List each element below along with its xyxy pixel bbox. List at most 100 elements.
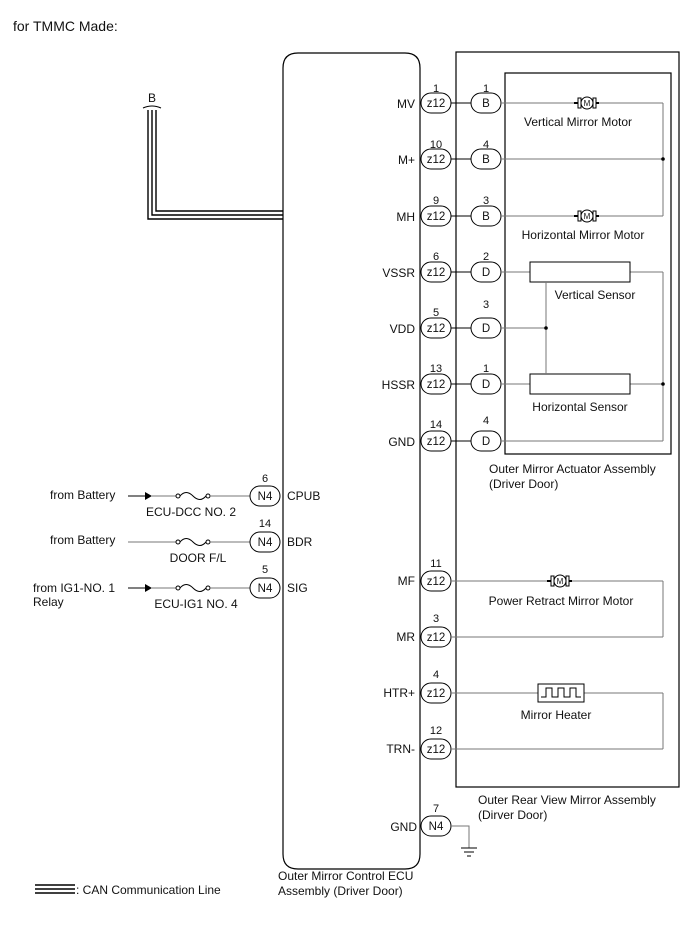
svg-text:M: M: [584, 99, 591, 108]
svg-text:11: 11: [430, 558, 441, 570]
power-input-cpub: from Battery ECU-DCC NO. 2 6 N4 CPUB: [50, 473, 320, 519]
ecu-label-line1: Outer Mirror Control ECU: [278, 869, 413, 883]
svg-text:N4: N4: [258, 491, 273, 503]
svg-text:14: 14: [259, 518, 271, 530]
pin-row-0: 1 MV z12 1 B: [397, 83, 502, 114]
fuse-icon: [175, 538, 211, 546]
svg-text:6: 6: [262, 473, 268, 485]
svg-text:D: D: [482, 379, 490, 391]
ground-icon: [461, 847, 477, 857]
svg-text:z12: z12: [427, 744, 446, 756]
can-bus: B: [142, 91, 283, 220]
svg-text:z12: z12: [427, 632, 446, 644]
power-input-sig: from IG1-NO. 1 Relay ECU-IG1 NO. 4 5 N4 …: [33, 564, 308, 611]
svg-text:z12: z12: [427, 436, 446, 448]
pin-row-3: 6 VSSR z12 2 D: [382, 251, 502, 283]
svg-text:N4: N4: [429, 821, 444, 833]
retract-motor-icon: M: [547, 574, 572, 588]
pin-row-4: 5 VDD z12 3 D: [390, 299, 502, 339]
retract-motor-circuit: M Power Retract Mirror Motor: [451, 574, 664, 638]
svg-text:13: 13: [430, 363, 442, 375]
pin-row-6: 14 GND z12 4 D: [388, 415, 502, 452]
svg-text:ECU-IG1 NO. 4: ECU-IG1 NO. 4: [154, 597, 238, 611]
fuse-icon: [175, 584, 211, 592]
svg-text:4: 4: [483, 139, 489, 151]
svg-text:SIG: SIG: [287, 581, 308, 595]
vertical-motor-icon: M: [574, 96, 599, 110]
svg-text:9: 9: [433, 195, 439, 207]
svg-text:MR: MR: [396, 630, 415, 644]
svg-text:from IG1-NO. 1: from IG1-NO. 1: [33, 581, 115, 595]
svg-text:GND: GND: [390, 820, 417, 834]
svg-text:TRN-: TRN-: [386, 742, 415, 756]
svg-text:5: 5: [262, 564, 268, 576]
svg-text:BDR: BDR: [287, 535, 313, 549]
ecu-label-line2: Assembly (Driver Door): [278, 884, 403, 898]
lower-pin-row-2: 4 HTR+ z12: [383, 669, 452, 704]
svg-text:M: M: [584, 212, 591, 221]
ecu-body: [282, 52, 421, 870]
mirror-assembly-label-1: Outer Rear View Mirror Assembly: [478, 793, 656, 807]
svg-text:14: 14: [430, 419, 442, 431]
power-input-bdr: from Battery DOOR F/L 14 N4 BDR: [50, 518, 313, 565]
svg-text:12: 12: [430, 725, 442, 737]
svg-text:4: 4: [433, 669, 439, 681]
svg-text:z12: z12: [427, 98, 446, 110]
svg-text:z12: z12: [427, 154, 446, 166]
svg-text:MF: MF: [398, 574, 415, 588]
svg-text:z12: z12: [427, 576, 446, 588]
actuator-assembly-box: [504, 72, 672, 455]
svg-text:z12: z12: [427, 323, 446, 335]
horizontal-motor-icon: M: [574, 209, 599, 223]
heater-label: Mirror Heater: [521, 708, 592, 722]
svg-text:M+: M+: [398, 153, 415, 167]
svg-text:6: 6: [433, 251, 439, 263]
svg-text:HSSR: HSSR: [382, 378, 416, 392]
horizontal-sensor: [529, 373, 631, 395]
svg-text:1: 1: [483, 83, 489, 95]
svg-text:D: D: [482, 267, 490, 279]
mirror-assembly-box: [455, 51, 680, 788]
retract-motor-label: Power Retract Mirror Motor: [489, 594, 634, 608]
lower-pin-row-3: 12 TRN- z12: [386, 725, 452, 760]
horizontal-sensor-label: Horizontal Sensor: [532, 400, 627, 414]
svg-text:4: 4: [483, 415, 489, 427]
svg-text:z12: z12: [427, 267, 446, 279]
lower-pin-row-1: 3 MR z12: [396, 613, 452, 648]
svg-text:VSSR: VSSR: [382, 266, 415, 280]
ground-pin: 7 GND N4: [390, 803, 477, 857]
svg-text:5: 5: [433, 307, 439, 319]
lower-pin-row-0: 11 MF z12: [398, 558, 452, 592]
vertical-sensor-label: Vertical Sensor: [555, 288, 636, 302]
pin-row-1: 10 M+ z12 4 B: [398, 139, 502, 170]
actuator-wiring: M Vertical Mirror Motor M Horizontal Mir…: [501, 96, 665, 442]
svg-text:z12: z12: [427, 211, 446, 223]
svg-text:3: 3: [433, 613, 439, 625]
svg-text:ECU-DCC NO. 2: ECU-DCC NO. 2: [146, 505, 236, 519]
horizontal-motor-label: Horizontal Mirror Motor: [522, 228, 645, 242]
actuator-assembly-label-1: Outer Mirror Actuator Assembly: [489, 462, 656, 476]
svg-text:B: B: [482, 154, 490, 166]
legend-label: : CAN Communication Line: [76, 883, 221, 897]
actuator-assembly-label-2: (Driver Door): [489, 477, 558, 491]
svg-text:B: B: [482, 211, 490, 223]
pin-row-5: 13 HSSR z12 1 D: [382, 363, 502, 395]
svg-text:N4: N4: [258, 583, 273, 595]
fuse-icon: [175, 492, 211, 500]
svg-text:HTR+: HTR+: [383, 686, 415, 700]
heater-circuit: Mirror Heater: [451, 683, 664, 750]
pin-row-2: 9 MH z12 3 B: [396, 195, 502, 227]
svg-text:B: B: [482, 98, 490, 110]
mirror-assembly-label-2: (Dirver Door): [478, 808, 547, 822]
svg-text:from Battery: from Battery: [50, 488, 115, 502]
vertical-sensor: [529, 261, 631, 283]
svg-text:DOOR F/L: DOOR F/L: [170, 551, 227, 565]
svg-text:3: 3: [483, 195, 489, 207]
svg-text:MH: MH: [396, 210, 415, 224]
svg-text:Relay: Relay: [33, 595, 64, 609]
vertical-motor-label: Vertical Mirror Motor: [524, 115, 632, 129]
svg-text:GND: GND: [388, 435, 415, 449]
svg-text:CPUB: CPUB: [287, 489, 320, 503]
legend: : CAN Communication Line: [35, 883, 221, 897]
svg-text:2: 2: [483, 251, 489, 263]
